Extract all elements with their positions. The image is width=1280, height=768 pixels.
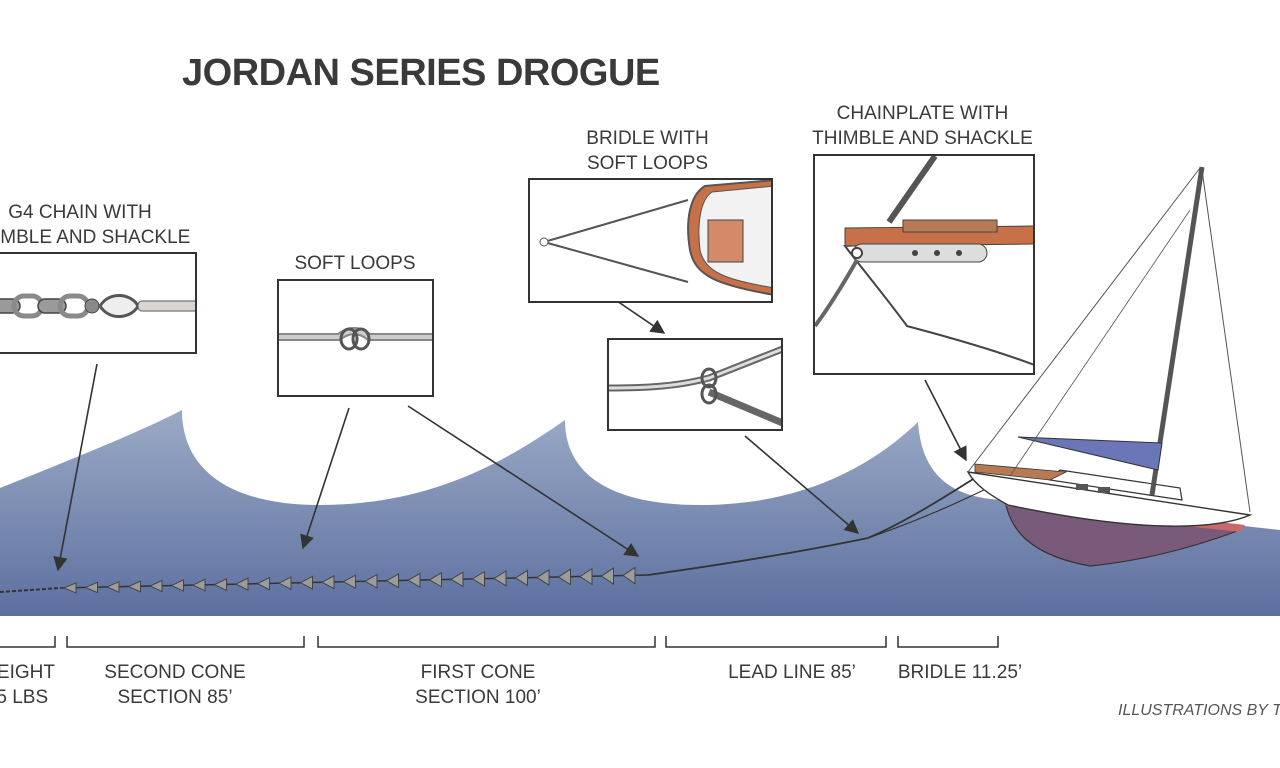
illustration-credit: ILLUSTRATIONS BY TOM — [1118, 702, 1280, 719]
sail-cover — [1017, 436, 1163, 471]
forestay — [967, 167, 1201, 473]
arrow-soft-loops-2 — [407, 405, 640, 557]
detail-box-bridle-join — [607, 338, 783, 431]
bracket-weight — [0, 636, 56, 648]
section-bridle: BRIDLE 11.25’ — [897, 662, 1023, 683]
section-second-cone: SECOND CONE SECTION 85’ — [95, 660, 255, 710]
drogue-cone — [514, 569, 528, 587]
soft-loop-knot-icon — [279, 327, 432, 351]
label-bridle-line2: SOFT LOOPS — [586, 153, 709, 174]
drogue-cone — [191, 578, 206, 592]
section-first-cone-line2: SECTION 100’ — [415, 687, 541, 708]
hull-topside — [966, 471, 1253, 527]
chain-segment — [0, 587, 61, 593]
porthole — [1076, 484, 1088, 490]
sailboat — [966, 166, 1253, 567]
bridle-soft-loop-join-icon — [609, 345, 781, 427]
section-second-cone-line2: SECTION 85’ — [117, 687, 233, 708]
label-soft-loops: SOFT LOOPS — [294, 253, 416, 274]
diagram-title: JORDAN SERIES DROGUE — [182, 52, 660, 94]
section-weight-line1: WEIGHT — [0, 662, 55, 683]
section-brackets — [0, 636, 999, 648]
label-bridle-line1: BRIDLE WITH — [586, 128, 709, 149]
label-g4-chain-line1: G4 CHAIN WITH — [8, 202, 152, 223]
drogue-cone — [385, 573, 399, 589]
drogue-cone — [256, 576, 270, 591]
arrow-soft-loops-1 — [300, 407, 350, 550]
drogue-cones — [59, 566, 649, 594]
drogue-cone — [62, 582, 77, 594]
drogue-cone — [84, 581, 98, 594]
drogue-cone — [170, 579, 184, 592]
bracket-second-cone — [66, 636, 305, 648]
drogue-cone — [536, 568, 550, 587]
sea-waves — [0, 410, 1280, 616]
bracket-bridle — [897, 636, 999, 648]
drogue-cone — [557, 568, 571, 586]
drogue-cone — [622, 566, 636, 585]
bracket-first-cone — [317, 636, 656, 648]
drogue-cone — [213, 577, 227, 592]
shroud — [1009, 209, 1191, 477]
label-g4-chain: G4 CHAIN WITH THIMBLE AND SHACKLE — [0, 200, 205, 250]
deck-wood — [974, 463, 1068, 481]
section-lead-line: LEAD LINE 85’ — [728, 662, 856, 683]
detail-box-soft-loops — [277, 279, 434, 397]
section-second-cone-line1: SECOND CONE — [104, 662, 246, 683]
label-chainplate-line1: CHAINPLATE WITH — [836, 103, 1009, 124]
drogue-cone — [450, 571, 464, 588]
lead-line — [647, 475, 979, 576]
mast — [1149, 166, 1205, 496]
drogue-cone — [600, 567, 614, 585]
section-first-cone-line1: FIRST CONE — [420, 662, 536, 683]
arrow-chain — [53, 363, 98, 572]
drogue-cone — [363, 573, 378, 589]
bridle-bow-icon — [539, 180, 771, 296]
backstay — [1201, 169, 1251, 513]
drogue-cone — [127, 580, 141, 593]
arrow-bridle-join — [744, 435, 860, 534]
arrow-chainplate — [924, 379, 967, 462]
detail-box-bridle — [528, 178, 773, 303]
drogue-cone — [493, 570, 507, 587]
drogue-cone — [579, 567, 593, 586]
label-g4-chain-line2: THIMBLE AND SHACKLE — [0, 227, 191, 248]
detail-box-chainplate — [813, 154, 1035, 375]
detail-box-chain — [0, 252, 197, 354]
section-first-cone: FIRST CONE SECTION 100’ — [398, 660, 558, 710]
drogue-cone — [234, 577, 249, 591]
chain-thimble-shackle-icon — [0, 293, 195, 319]
drogue-cone — [299, 575, 313, 590]
drogue-cone — [342, 574, 356, 590]
underwater-hull — [1004, 499, 1241, 567]
label-chainplate-line2: THIMBLE AND SHACKLE — [812, 128, 1033, 149]
drogue-cone — [320, 574, 335, 590]
section-weight: WEIGHT 15 LBS — [0, 660, 62, 710]
drogue-cone — [148, 579, 163, 593]
drogue-cone — [105, 580, 120, 593]
section-weight-line2: 15 LBS — [0, 687, 49, 708]
drogue-cone — [406, 572, 421, 589]
drogue-cone — [428, 571, 442, 588]
label-chainplate: CHAINPLATE WITH THIMBLE AND SHACKLE — [805, 101, 1040, 151]
porthole — [1098, 487, 1110, 493]
bracket-lead-line — [665, 636, 887, 648]
drogue-cone — [471, 570, 485, 588]
chainplate-hull-icon — [815, 156, 1033, 366]
drogue-cone — [277, 576, 292, 591]
label-bridle: BRIDLE WITH SOFT LOOPS — [560, 126, 735, 176]
